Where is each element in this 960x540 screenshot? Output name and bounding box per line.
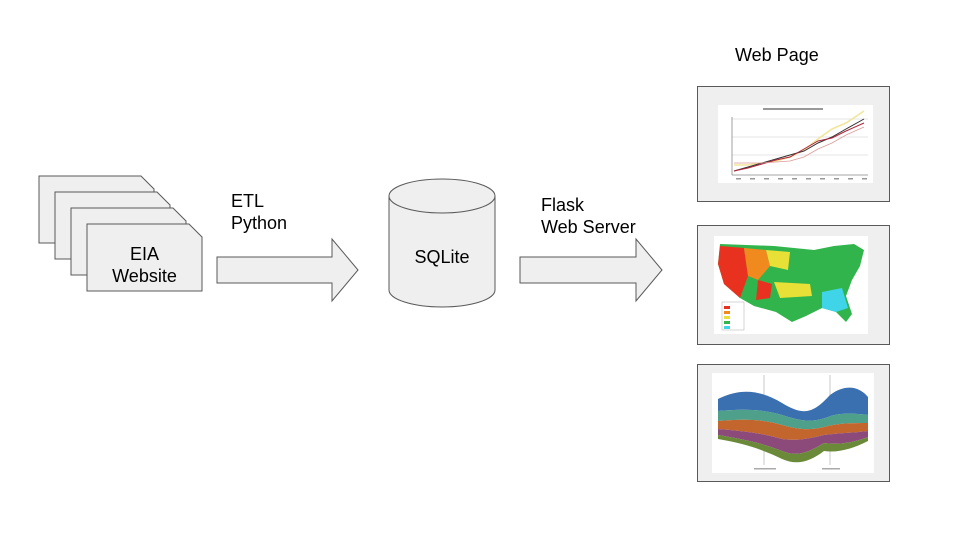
etl-label: ETL Python — [231, 190, 287, 234]
map-region-orange — [744, 248, 770, 280]
stream-layer — [718, 429, 868, 454]
stream-layer — [718, 409, 868, 430]
streamgraph-thumbnail — [697, 364, 890, 482]
etl-label-line2: Python — [231, 213, 288, 233]
chart-series-line — [734, 126, 865, 164]
cylinder-top — [388, 178, 496, 214]
database-label: SQLite — [414, 247, 470, 267]
x-tick-marks — [736, 178, 867, 180]
line-chart-image — [718, 105, 873, 183]
arrow-flask — [519, 237, 663, 303]
map-region-yellow — [766, 250, 790, 270]
document-stack-icon — [38, 175, 203, 292]
stream-layer — [718, 435, 868, 463]
flask-label-line2: Web Server — [541, 217, 636, 237]
source-label: EIA Website — [87, 243, 202, 287]
map-region-yellow — [774, 282, 812, 298]
map-legend-swatch — [724, 311, 730, 314]
line-chart-thumbnail — [697, 86, 890, 202]
map-legend-swatch — [724, 316, 730, 319]
us-map-graphic — [718, 244, 864, 331]
chart-title-bar — [763, 108, 823, 110]
map-region-red — [718, 246, 748, 298]
source-label-line2: Website — [112, 266, 177, 286]
web-page-title: Web Page — [735, 45, 819, 65]
map-thumbnail — [697, 225, 890, 345]
flask-label-line1: Flask — [541, 195, 585, 215]
database-cylinder-icon — [388, 178, 496, 308]
chart-series-line — [733, 122, 865, 172]
flask-label: Flask Web Server — [541, 194, 636, 238]
stream-layer — [718, 387, 868, 421]
map-region-cyan — [822, 288, 848, 312]
map-image — [714, 236, 868, 334]
cylinder-body — [388, 196, 496, 308]
map-region-red — [756, 280, 772, 300]
stream-layer — [718, 419, 868, 440]
arrow-etl — [216, 237, 359, 303]
source-label-line1: EIA — [129, 244, 159, 264]
streamgraph-graphic — [718, 375, 868, 470]
streamgraph-image — [712, 373, 874, 473]
map-legend-swatch — [724, 306, 730, 309]
etl-label-line1: ETL — [231, 191, 265, 211]
line-chart-graphic — [731, 108, 868, 180]
map-legend-swatch — [724, 326, 730, 329]
stream-axis-ticks — [754, 468, 840, 470]
document-page-4 — [86, 223, 203, 292]
map-legend-swatch — [724, 321, 730, 324]
